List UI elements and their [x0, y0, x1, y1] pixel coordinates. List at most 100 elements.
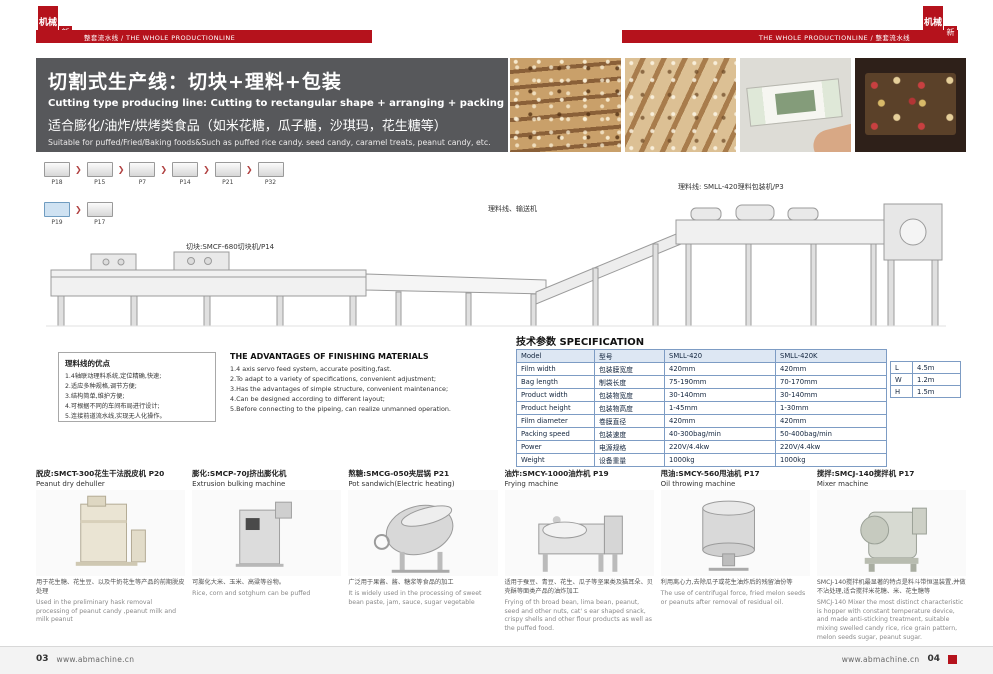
brand-logo-main: 机械 — [923, 6, 943, 40]
page-number-right: 04 — [927, 654, 940, 664]
machine-card-jacketed-kettle: 熬糖:SMCG-050夹层锅 P21 Pot sandwich(Electric… — [348, 468, 498, 642]
machine-caption-en: Frying machine — [504, 480, 559, 488]
flow-step: P15 — [85, 162, 115, 186]
machine-desc-cn: 利用离心力,去除瓜子或花生油炸后的残留油份等 — [660, 579, 793, 586]
spec-cell: 1.5m — [912, 385, 961, 398]
spec-cell: 4.5m — [912, 361, 961, 374]
spec-cell: 50-400bag/min — [775, 427, 887, 441]
flow-arrow-icon: ❯ — [75, 205, 82, 214]
advantage-item: 4.可根据不同的车间布局进行设计; — [65, 402, 160, 410]
flow-arrow-icon: ❯ — [203, 165, 210, 174]
spec-cell: Weight — [516, 453, 595, 467]
spec-cell: Model — [516, 349, 595, 363]
spec-cell: 30-140mm — [775, 388, 887, 402]
machine-desc-cn: 可膨化大米、玉米、高粱等谷物。 — [192, 579, 285, 586]
product-photo-nut-bar — [855, 58, 966, 152]
flow-step-label: P19 — [51, 219, 63, 226]
flow-step: P14 — [170, 162, 200, 186]
machine-photo-fryer — [504, 490, 654, 576]
brand-logo: 机械 新 — [923, 6, 957, 42]
spec-cell: 420mm — [775, 414, 887, 428]
spec-cell: H — [890, 385, 913, 398]
machine-desc-cn: 适用于蚕豆、青豆、花生、瓜子等坚果类及猫耳朵、贝壳酥等面类产品的油炸加工 — [504, 579, 654, 595]
flow-step: P7 — [127, 162, 157, 186]
flow-arrow-icon: ❯ — [117, 165, 125, 174]
spec-cell: 包装膜宽度 — [594, 362, 665, 376]
spec-cell: Film diameter — [516, 414, 595, 428]
machine-desc-cn: 广泛用于果酱、酱、糖浆等食品的加工 — [348, 579, 454, 586]
machine-caption-cn: 搅拌:SMCJ-140搅拌机 P17 — [816, 469, 915, 478]
advantage-item: 1.4 axis servo feed system, accurate pos… — [230, 365, 392, 373]
advantage-item: 3.Has the advantages of simple structure… — [230, 384, 449, 393]
machine-card-oil-thrower: 甩油:SMCY-560甩油机 P17 Oil throwing machine … — [660, 468, 810, 642]
flow-step-label: P7 — [138, 179, 147, 186]
spec-row: Product height 包装物高度 1-45mm 1-30mm — [516, 401, 887, 415]
machine-caption-en: Peanut dry dehuller — [36, 480, 105, 488]
production-line-diagram: P18 ❯ P15 ❯ P7 ❯ P14 ❯ P21 ❯ — [36, 158, 966, 344]
flow-machine-icon-highlighted — [44, 202, 70, 217]
spec-cell: Film width — [516, 362, 595, 376]
spec-dimensions-table: L 4.5m W 1.2m H 1.5m — [890, 361, 961, 398]
spec-row: Power 电源规格 220V/4.4kw 220V/4.4kw — [516, 440, 887, 454]
product-photo-packaged-bar — [740, 58, 851, 152]
advantage-item: 4.Can be designed according to different… — [230, 394, 385, 403]
machine-card-fryer: 油炸:SMCY-1000油炸机 P19 Frying machine 适用于蚕豆… — [504, 468, 654, 642]
spec-cell: 卷膜直径 — [594, 414, 665, 428]
flow-step: P19 — [42, 202, 72, 226]
spec-cell: 电源规格 — [594, 440, 665, 454]
machine-desc-cn: 用于花生糖、花生豆、以及牛奶花生等产品的前期脱皮处理 — [36, 579, 185, 595]
machine-caption-cn: 熬糖:SMCG-050夹层锅 P21 — [348, 469, 450, 478]
header-bar-left: 整套流水线 / THE WHOLE PRODUCTIONLINE — [36, 30, 372, 43]
machine-desc-en: Rice, corn and sotghum can be puffed — [192, 589, 311, 597]
spec-dim-row: H 1.5m — [890, 385, 961, 398]
spec-cell: 1.2m — [912, 373, 961, 386]
spec-cell: 420mm — [664, 414, 776, 428]
advantages-title-en: THE ADVANTAGES OF FINISHING MATERIALS — [230, 352, 429, 361]
spec-dim-row: L 4.5m — [890, 361, 961, 374]
machine-caption-en: Mixer machine — [816, 480, 869, 488]
machine-caption-cn: 油炸:SMCY-1000油炸机 P19 — [504, 469, 609, 478]
machine-cards-row: 脱皮:SMCT-300花生干法脱皮机 P20 Peanut dry dehull… — [36, 468, 966, 642]
machine-card-extruder: 膨化:SMCP-70J挤出膨化机 Extrusion bulking machi… — [192, 468, 342, 642]
website-url: www.abmachine.cn — [841, 654, 920, 664]
diagram-label-conveyor: 理料线、输送机 — [488, 205, 537, 213]
diagram-label-packer: 理料线: SMLL-420理料包装机/P3 — [678, 183, 784, 191]
spec-cell: SMLL-420 — [664, 349, 776, 363]
spec-cell: SMLL-420K — [775, 349, 887, 363]
flow-arrow-icon: ❯ — [160, 165, 168, 174]
flow-arrow-icon: ❯ — [75, 165, 82, 174]
spec-cell: 220V/4.4kw — [775, 440, 887, 454]
spec-cell: 包装物宽度 — [594, 388, 665, 402]
flow-machine-icon — [44, 162, 70, 177]
machine-caption-cn: 脱皮:SMCT-300花生干法脱皮机 P20 — [36, 469, 165, 478]
spec-cell: 30-140mm — [664, 388, 776, 402]
spec-cell: 220V/4.4kw — [664, 440, 776, 454]
hand-graphic — [810, 122, 851, 152]
flow-step: P17 — [85, 202, 115, 226]
brand-logo-sub: 新 — [944, 26, 957, 39]
package-graphic — [745, 78, 843, 128]
advantages-title-cn: 理料线的优点 — [65, 359, 110, 368]
flow-machine-icon — [172, 162, 199, 177]
spec-row: Bag length 制袋长度 75-190mm 70-170mm — [516, 375, 887, 389]
spec-cell: 75-190mm — [664, 375, 776, 389]
flow-machine-icon — [214, 162, 241, 177]
machine-desc-en: It is widely used in the processing of s… — [348, 589, 482, 606]
page-subtitle-en: Suitable for puffed/Fried/Baking foods&S… — [48, 138, 491, 147]
flow-step-label: P18 — [51, 179, 63, 186]
machine-desc-en: Used in the preliminary hask removal pro… — [36, 598, 177, 624]
machine-caption-cn: 膨化:SMCP-70J挤出膨化机 — [192, 469, 287, 478]
spec-table: Model 型号 SMLL-420 SMLL-420K Film width 包… — [516, 349, 887, 467]
spec-cell: W — [890, 373, 913, 386]
advantage-item: 2.To adapt to a variety of specification… — [230, 374, 437, 383]
spec-cell: 1-30mm — [775, 401, 887, 415]
advantage-item: 3.结构简单,维护方便; — [65, 392, 125, 400]
footer: 03 www.abmachine.cn www.abmachine.cn 04 — [0, 646, 993, 674]
machine-caption-en: Pot sandwich(Electric heating) — [348, 480, 455, 488]
product-photo-cereal-bars-stack — [510, 58, 621, 152]
machine-card-dehuller: 脱皮:SMCT-300花生干法脱皮机 P20 Peanut dry dehull… — [36, 468, 186, 642]
spec-cell: 包装物高度 — [594, 401, 665, 415]
flow-step: P18 — [42, 162, 72, 186]
page-number-left: 03 — [36, 654, 49, 664]
